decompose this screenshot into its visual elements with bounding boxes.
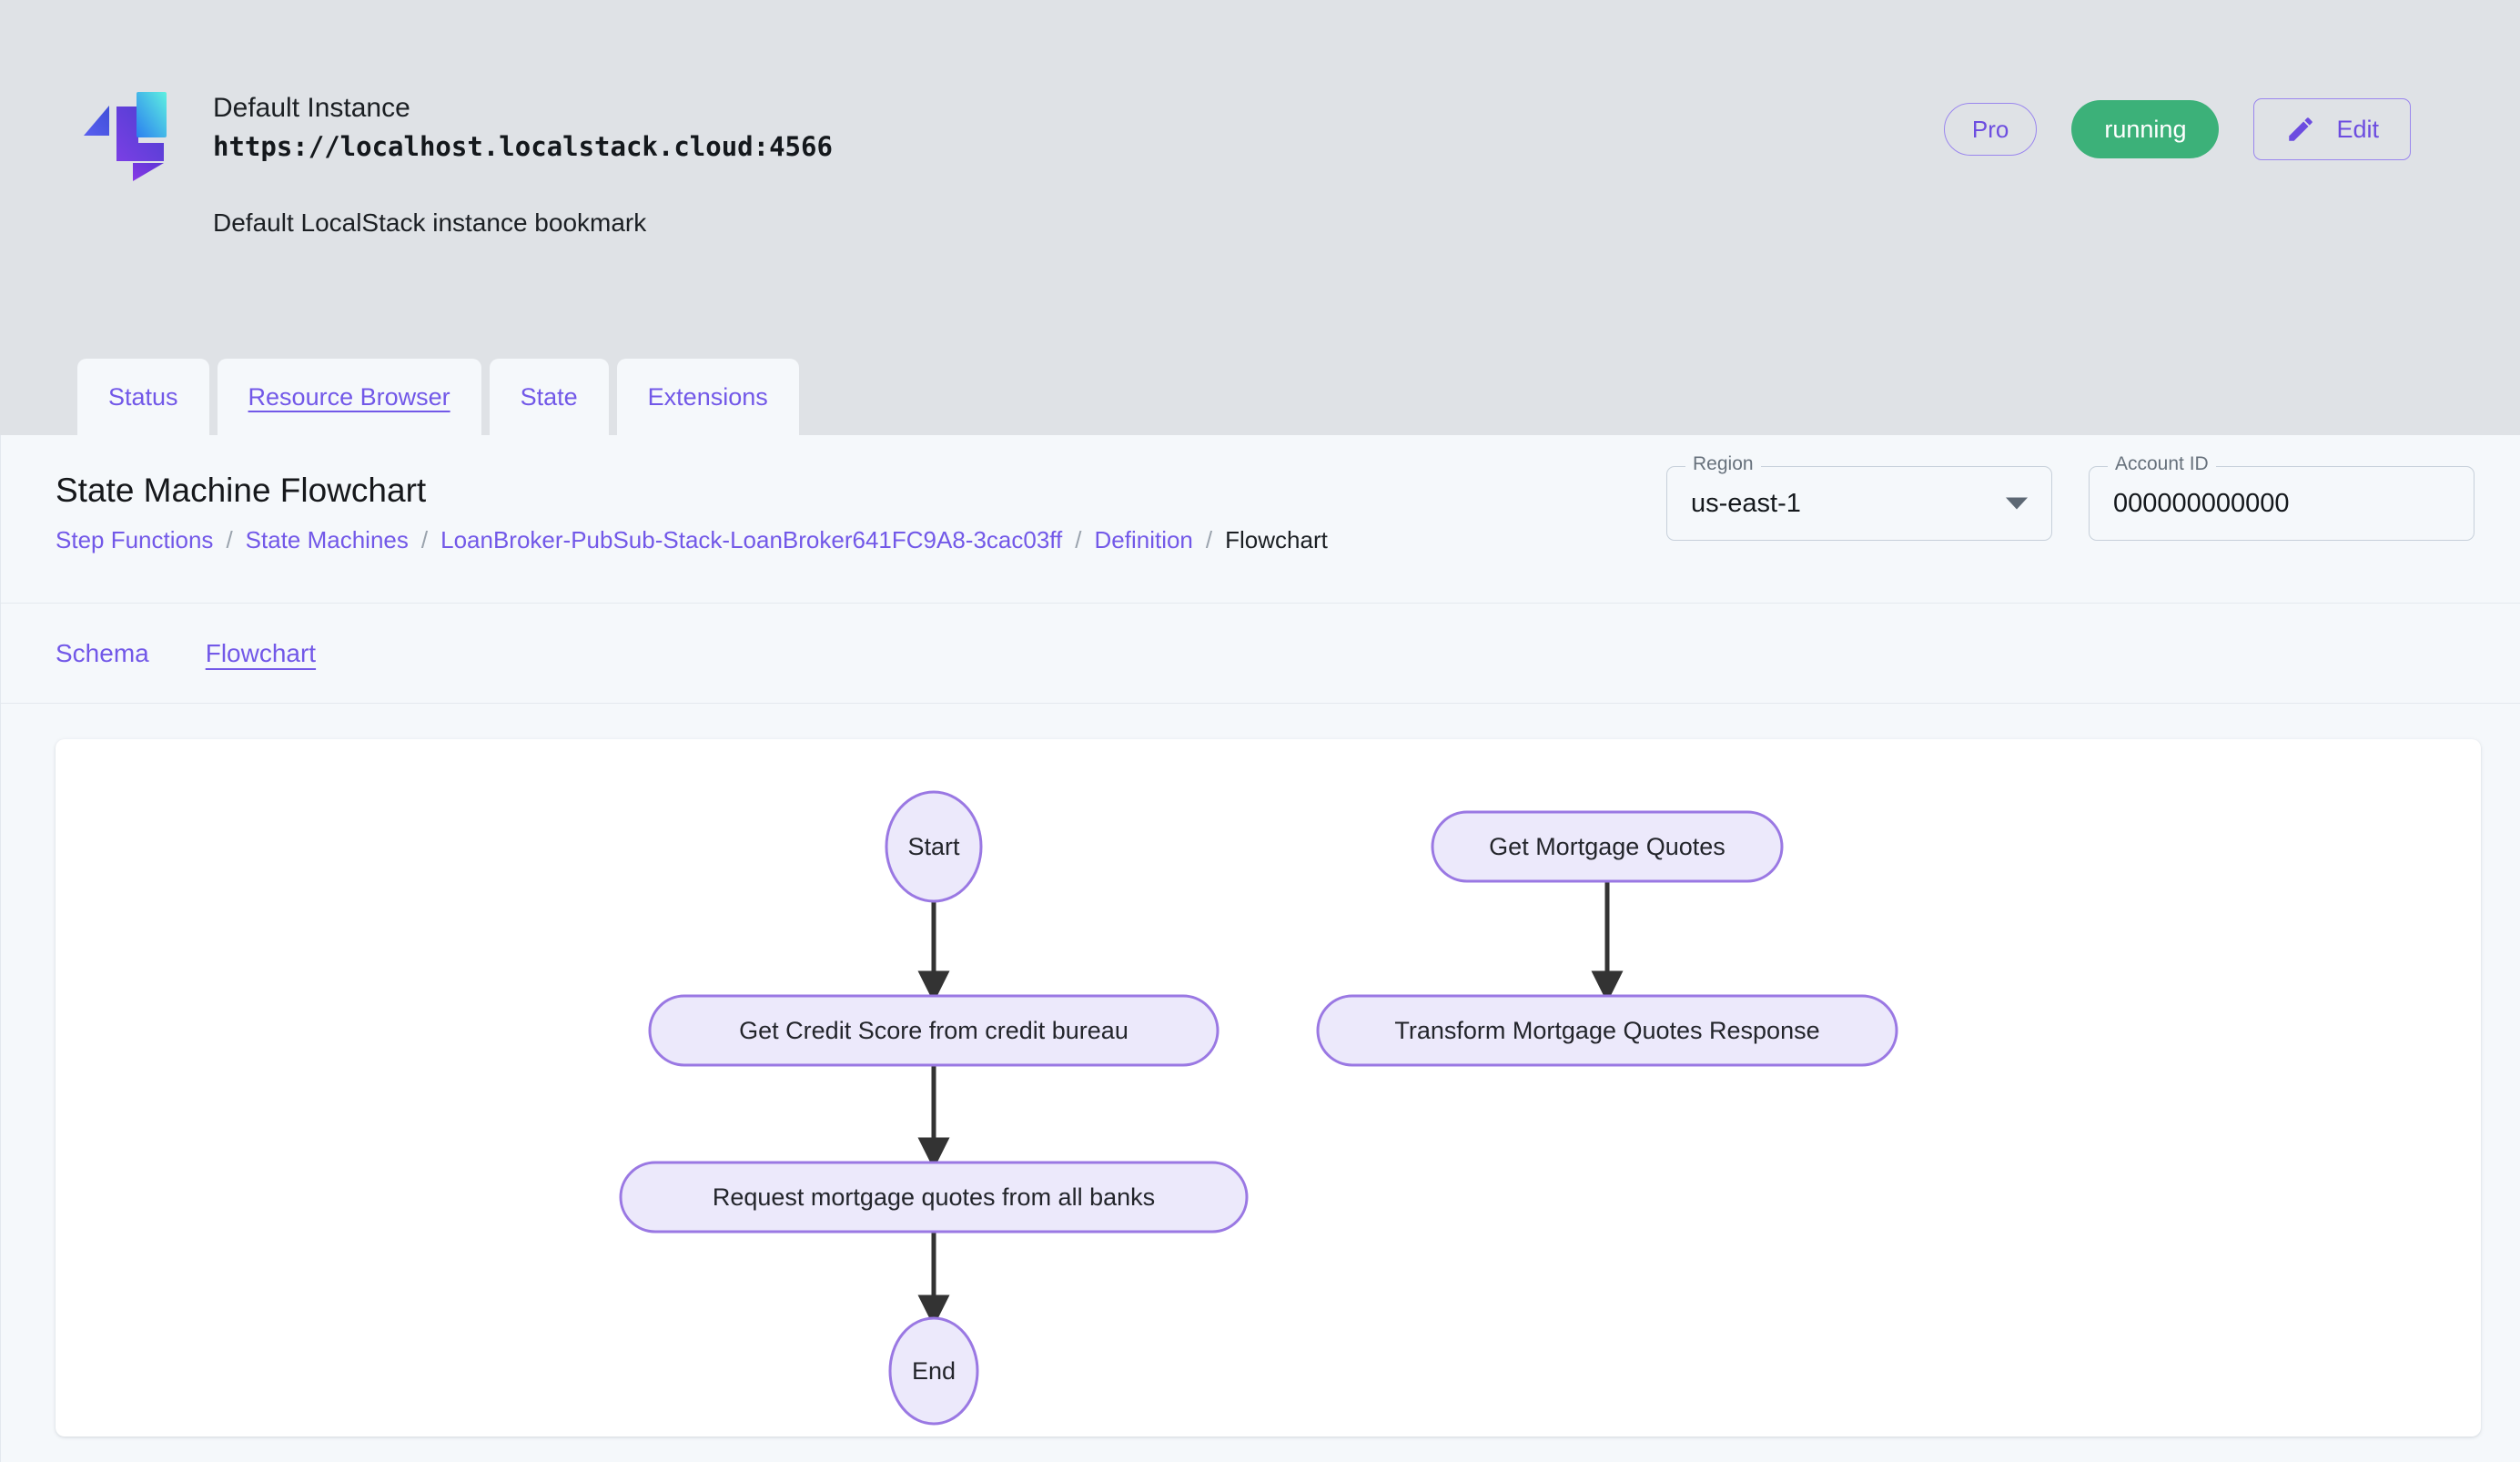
flowchart-edges (917, 881, 1624, 1327)
tab-state[interactable]: State (489, 359, 609, 435)
flowchart-node-label: Start (907, 833, 960, 860)
chevron-down-icon (2006, 497, 2028, 510)
breadcrumb: Step Functions / State Machines / LoanBr… (56, 526, 1328, 554)
instance-header: Default Instance https://localhost.local… (0, 0, 2520, 435)
page-title: State Machine Flowchart (56, 472, 427, 509)
flowchart-node-label: Get Mortgage Quotes (1489, 833, 1726, 860)
page-header: State Machine Flowchart Step Functions /… (1, 435, 2520, 604)
tab-extensions[interactable]: Extensions (616, 359, 799, 435)
instance-description: Default LocalStack instance bookmark (213, 208, 647, 238)
breadcrumb-item-definition[interactable]: Definition (1094, 526, 1193, 553)
sub-tabs: Schema Flowchart (1, 604, 2520, 704)
account-id-input[interactable]: Account ID 000000000000 (2089, 454, 2474, 541)
flowchart-node-label: Transform Mortgage Quotes Response (1394, 1017, 1819, 1044)
breadcrumb-separator: / (226, 526, 233, 553)
breadcrumb-item-flowchart: Flowchart (1225, 526, 1328, 553)
breadcrumb-separator: / (1075, 526, 1082, 553)
flowchart-canvas[interactable]: Start Get Credit Score from credit burea… (56, 739, 2481, 1437)
flowchart-node-get-mortgage-quotes[interactable]: Get Mortgage Quotes (1431, 810, 1784, 883)
main-tabs: Status Resource Browser State Extensions (77, 359, 799, 435)
status-badge: running (2071, 100, 2220, 158)
instance-summary: Default Instance https://localhost.local… (82, 77, 833, 238)
pro-badge[interactable]: Pro (1943, 103, 2038, 156)
flowchart-node-transform-mortgage-quotes-response[interactable]: Transform Mortgage Quotes Response (1316, 994, 1898, 1067)
flowchart-card: Start Get Credit Score from credit burea… (56, 739, 2481, 1437)
scope-selectors: Region us-east-1 Account ID 000000000000 (1666, 454, 2474, 541)
account-id-value: 000000000000 (2113, 488, 2290, 518)
tab-status[interactable]: Status (77, 359, 209, 435)
flowchart-node-label: Request mortgage quotes from all banks (713, 1183, 1155, 1211)
region-select-value: us-east-1 (1691, 488, 1801, 518)
subtab-flowchart[interactable]: Flowchart (205, 638, 317, 667)
flowchart-node-request-mortgage-quotes[interactable]: Request mortgage quotes from all banks (619, 1161, 1249, 1234)
breadcrumb-item-state-machine-name[interactable]: LoanBroker-PubSub-Stack-LoanBroker641FC9… (440, 526, 1063, 553)
edit-button-label: Edit (2336, 115, 2379, 143)
region-select-label: Region (1685, 454, 1761, 473)
localstack-logo-icon (82, 79, 184, 181)
flowchart-node-end[interactable]: End (888, 1316, 979, 1426)
instance-actions: Pro running Edit (1943, 98, 2411, 160)
pencil-icon (2285, 114, 2316, 145)
region-select[interactable]: Region us-east-1 (1666, 454, 2052, 541)
breadcrumb-item-state-machines[interactable]: State Machines (245, 526, 409, 553)
flowchart-node-get-credit-score[interactable]: Get Credit Score from credit bureau (648, 994, 1220, 1067)
tab-resource-browser[interactable]: Resource Browser (217, 359, 481, 435)
instance-endpoint-url: https://localhost.localstack.cloud:4566 (213, 131, 833, 162)
breadcrumb-separator: / (1205, 526, 1213, 553)
flowchart-node-label: Get Credit Score from credit bureau (739, 1017, 1128, 1044)
account-id-label: Account ID (2108, 454, 2216, 473)
flowchart-node-label: End (912, 1357, 956, 1385)
subtab-schema[interactable]: Schema (56, 638, 149, 667)
flowchart-node-start[interactable]: Start (885, 790, 983, 903)
breadcrumb-separator: / (420, 526, 429, 553)
instance-title: Default Instance (213, 93, 410, 123)
content-panel: State Machine Flowchart Step Functions /… (0, 435, 2520, 1462)
edit-button[interactable]: Edit (2253, 98, 2411, 160)
breadcrumb-item-step-functions[interactable]: Step Functions (56, 526, 214, 553)
